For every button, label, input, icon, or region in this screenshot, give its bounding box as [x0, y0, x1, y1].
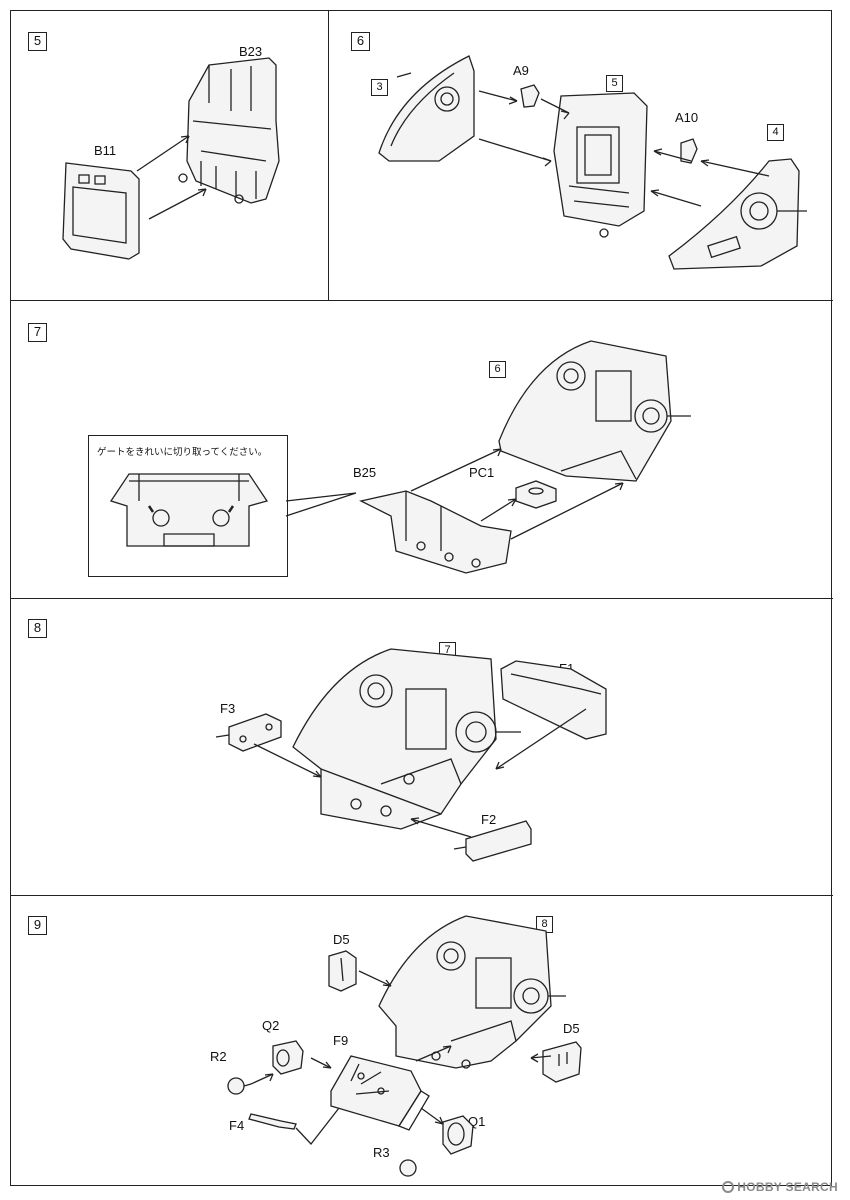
label-d5-right: D5 — [563, 1021, 580, 1036]
step-9-number: 9 — [28, 916, 47, 935]
label-b23: B23 — [239, 44, 263, 59]
label-b25: B25 — [353, 465, 377, 480]
step-6-panel: 6 3 5 4 A9 A10 — [329, 11, 833, 301]
step-6-drawing — [378, 55, 807, 270]
ref-subassembly-4: 4 — [767, 124, 784, 141]
step-5-number: 5 — [28, 32, 47, 51]
label-b11: B11 — [94, 143, 117, 158]
label-a9: A9 — [513, 63, 529, 78]
step-8-panel: 8 7 F1 F3 F2 — [11, 599, 833, 896]
instruction-sheet: 5 B23 B11 6 3 5 4 A9 A10 — [10, 10, 833, 1187]
step-8-drawing — [215, 648, 607, 862]
step-7-panel: 7 6 B25 PC1 ゲートをきれいに切り取ってください。 — [11, 301, 833, 599]
label-r3: R3 — [373, 1145, 390, 1160]
hobby-search-watermark: HOBBY SEARCH — [722, 1180, 838, 1194]
gate-note-callout: ゲートをきれいに切り取ってください。 — [88, 435, 288, 577]
label-f9: F9 — [333, 1033, 349, 1048]
step-5-drawing — [62, 57, 280, 260]
label-r2: R2 — [210, 1049, 227, 1064]
label-f2: F2 — [481, 812, 497, 827]
step-7-number: 7 — [28, 323, 47, 342]
ref-subassembly-8: 8 — [536, 916, 553, 933]
label-q2: Q2 — [262, 1018, 280, 1033]
label-f3: F3 — [220, 701, 236, 716]
hobby-search-logo-icon — [722, 1181, 735, 1193]
step-9-panel: 9 8 D5 D5 Q2 F9 R2 F4 Q1 R3 — [11, 896, 833, 1187]
step-8-number: 8 — [28, 619, 47, 638]
step-9-drawing — [227, 915, 582, 1177]
label-a10: A10 — [675, 110, 699, 125]
ref-subassembly-3: 3 — [371, 79, 388, 96]
gate-note-text: ゲートをきれいに切り取ってください。 — [97, 447, 268, 458]
label-f4: F4 — [229, 1118, 245, 1133]
gate-note-detail-drawing — [109, 473, 269, 547]
ref-subassembly-5: 5 — [606, 75, 623, 92]
label-d5-left: D5 — [333, 932, 350, 947]
step-5-panel: 5 B23 B11 — [11, 11, 329, 301]
ref-subassembly-6: 6 — [489, 361, 506, 378]
step-7-drawing — [285, 340, 691, 574]
watermark-text: HOBBY SEARCH — [737, 1180, 838, 1194]
step-6-number: 6 — [351, 32, 370, 51]
label-pc1: PC1 — [469, 465, 495, 480]
